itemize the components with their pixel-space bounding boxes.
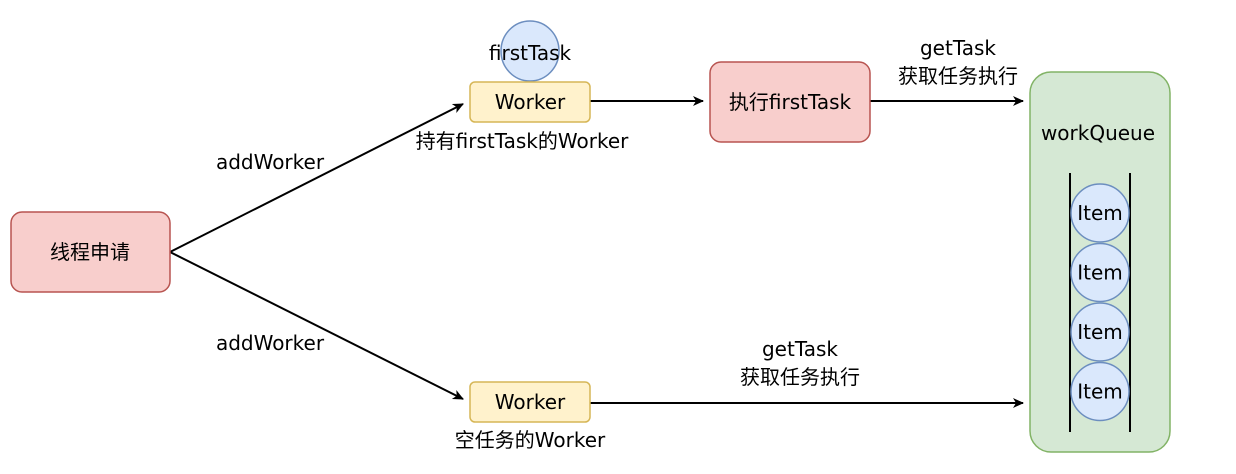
worker-bottom-node: Worker xyxy=(469,381,591,423)
worker-bottom-label: Worker xyxy=(495,390,566,414)
first-task-circle-label: firstTask xyxy=(489,41,572,65)
get-task-top-line1: getTask xyxy=(920,36,996,60)
get-task-bottom-line2: 获取任务执行 xyxy=(740,365,860,389)
get-task-bottom-line1: getTask xyxy=(762,337,838,361)
worker-top-node: Worker xyxy=(469,81,591,123)
queue-item-label: Item xyxy=(1077,320,1123,344)
queue-item-label: Item xyxy=(1077,201,1123,225)
worker-top-label: Worker xyxy=(495,90,566,114)
worker-top-caption: 持有firstTask的Worker xyxy=(416,129,629,153)
worker-bottom-caption: 空任务的Worker xyxy=(455,428,606,452)
queue-item: Item xyxy=(1070,242,1130,303)
add-worker-top-label: addWorker xyxy=(216,150,325,174)
add-worker-bottom-label: addWorker xyxy=(216,331,325,355)
queue-item-circle xyxy=(1070,183,1130,243)
queue-item: Item xyxy=(1070,302,1130,362)
get-task-top-line2: 获取任务执行 xyxy=(898,64,1018,88)
queue-item: Item xyxy=(1070,361,1130,422)
edge-request-to-worker-bottom xyxy=(169,251,464,400)
queue-item: Item xyxy=(1070,183,1130,243)
edge-request-to-worker-top xyxy=(169,103,464,253)
queue-item-circle xyxy=(1070,242,1130,303)
queue-item-circle xyxy=(1070,302,1130,362)
queue-item-circle xyxy=(1070,361,1130,422)
execute-first-task-label: 执行firstTask xyxy=(729,90,852,114)
queue-item-label: Item xyxy=(1077,380,1123,404)
queue-item-label: Item xyxy=(1077,261,1123,285)
work-queue-label: workQueue xyxy=(1041,121,1155,145)
first-task-circle: firstTask xyxy=(489,20,572,82)
execute-first-task-node: 执行firstTask xyxy=(709,61,871,143)
thread-request-node: 线程申请 xyxy=(10,211,171,293)
thread-request-label: 线程申请 xyxy=(50,240,130,264)
